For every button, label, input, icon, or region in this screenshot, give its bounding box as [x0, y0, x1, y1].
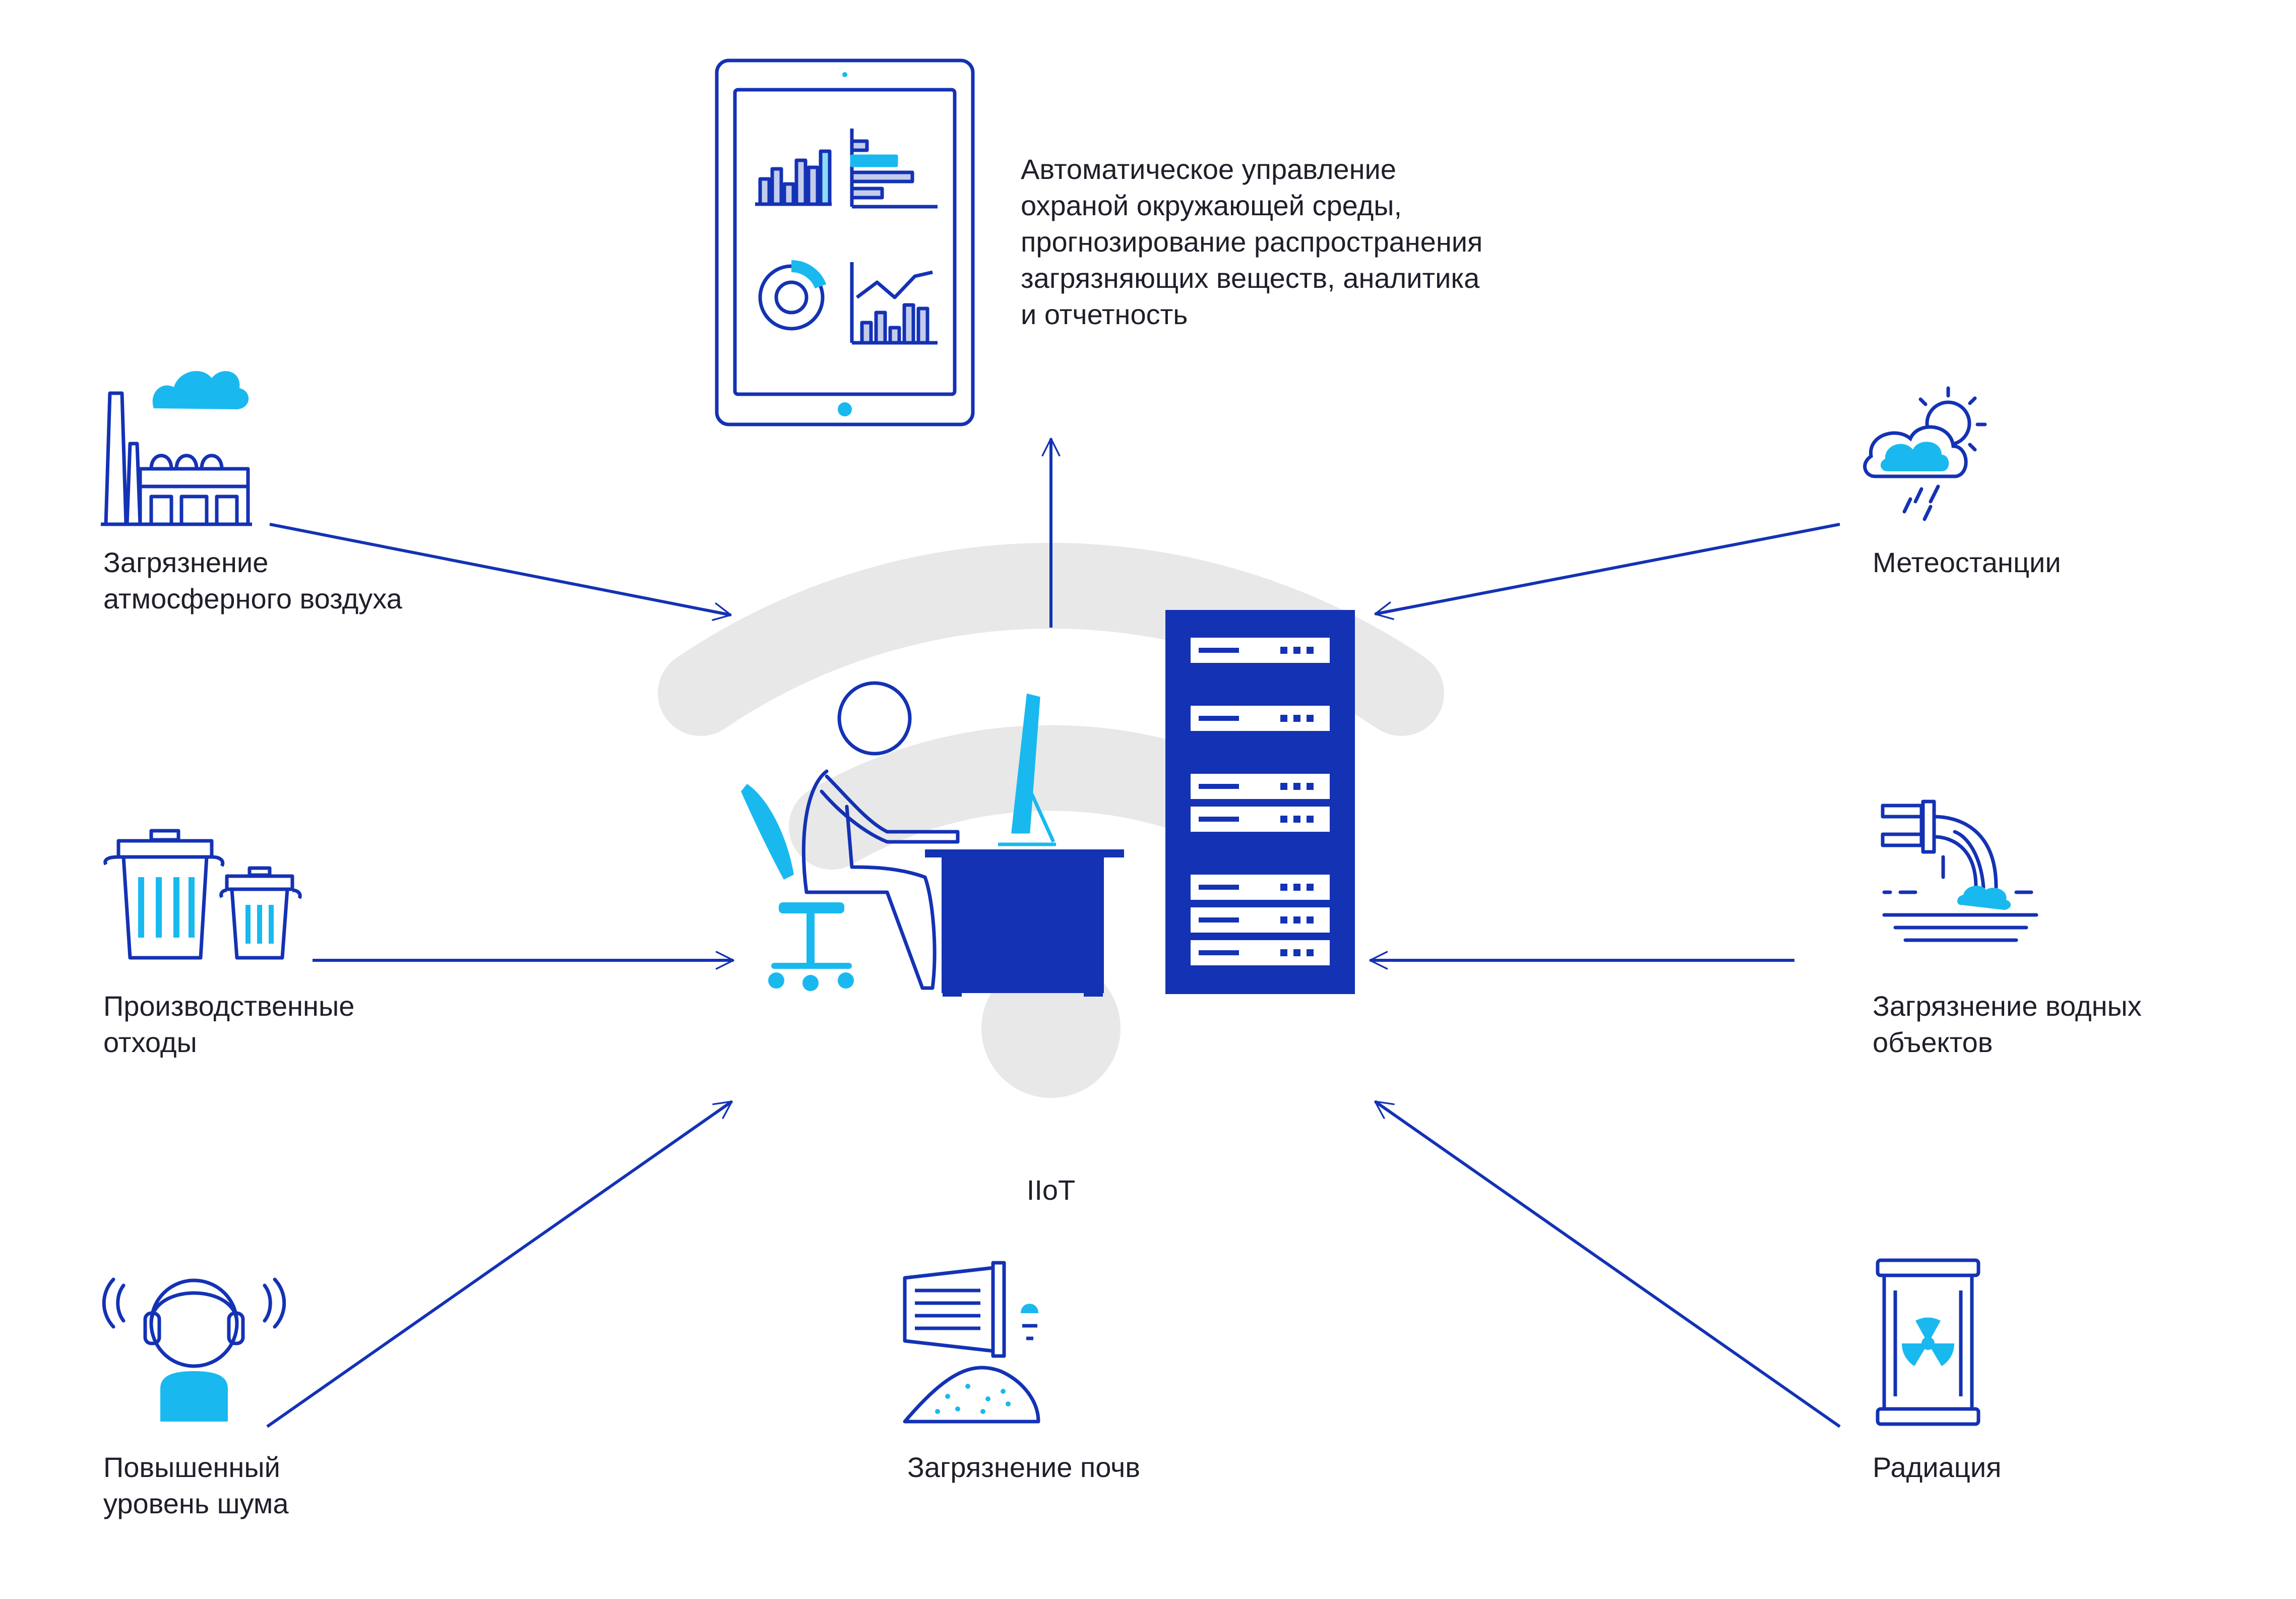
arrow-from-radiation: [1374, 1100, 1841, 1428]
connection-arrows: [266, 438, 1841, 1428]
monitor-icon: [998, 693, 1056, 846]
label-water: Загрязнение водных объектов: [1873, 990, 2142, 1058]
label-iiot: IIoT: [1026, 1174, 1076, 1206]
desk-icon: [925, 849, 1124, 997]
label-noise: Повышенный уровень шума: [103, 1451, 289, 1519]
arrow-from-air: [269, 523, 732, 621]
soil-pile-icon: [903, 1261, 1040, 1424]
factory-smoke-icon: [101, 371, 252, 526]
server-rack-icon: [1165, 610, 1355, 994]
arrow-from-weather: [1374, 523, 1840, 620]
label-radiation: Радиация: [1873, 1451, 2002, 1483]
label-weather: Метеостанции: [1873, 546, 2061, 578]
label-soil: Загрязнение почв: [907, 1451, 1141, 1483]
radiation-barrel-icon: [1876, 1258, 1980, 1426]
label-air-pollution: Загрязнение атмосферного воздуха: [103, 546, 402, 614]
office-chair-icon: [741, 784, 854, 991]
arrow-from-noise: [266, 1100, 733, 1428]
trash-bins-icon: [103, 829, 302, 960]
operator-person-icon: [741, 681, 1124, 997]
label-industrial-waste: Производственные отходы: [103, 990, 355, 1058]
label-dashboard: Автоматическое управление охраной окружа…: [1021, 153, 1483, 330]
pipe-water-icon: [1881, 799, 2038, 942]
weather-cloud-sun-icon: [1863, 386, 1987, 521]
headphones-person-icon: [102, 1277, 286, 1422]
tablet-dashboard-icon: [715, 58, 975, 426]
